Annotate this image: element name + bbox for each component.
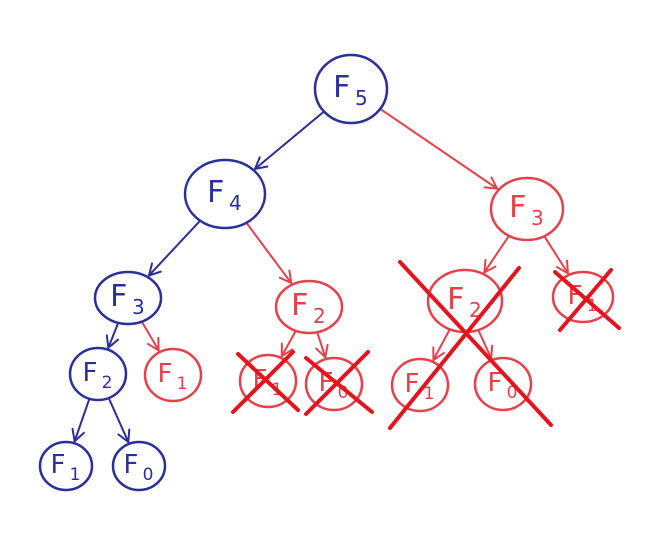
cross-mark-f1-mid-crossed: [231, 350, 300, 414]
edge-f4-to-f2-mid: [245, 221, 293, 284]
node-letter: F: [488, 368, 503, 398]
cross-stroke: [304, 356, 374, 414]
node-subscript: 2: [102, 373, 113, 393]
edge-f4-to-f3-left: [147, 219, 202, 277]
node-circle: [390, 357, 450, 413]
cross-stroke: [388, 266, 521, 430]
node-letter: F: [124, 450, 139, 480]
node-circle: [238, 353, 298, 409]
crosses-layer: [231, 260, 621, 430]
node-subscript: 1: [424, 384, 435, 404]
node-letter: F: [207, 175, 224, 210]
node-subscript: 1: [177, 374, 188, 394]
node-circle: [183, 158, 267, 230]
arrowhead: [254, 156, 269, 170]
arrowhead: [483, 258, 497, 274]
node-circle: [313, 53, 389, 125]
node-circle: [274, 279, 344, 335]
node-letter: F: [291, 288, 308, 323]
cross-mark-f1-far-right: [553, 268, 621, 332]
arrowhead: [432, 346, 445, 361]
edge-f3-right-to-f1-far-right: [543, 235, 569, 275]
arrowhead: [71, 427, 85, 443]
arrowhead: [280, 342, 294, 358]
node-circle: [304, 356, 364, 412]
node-letter: F: [83, 358, 98, 388]
node-circle: [93, 270, 163, 326]
arrowhead: [315, 343, 329, 359]
cross-stroke: [304, 350, 370, 416]
node-circle: [111, 440, 167, 492]
nodes-layer: F5F4F3F3F2F2F1F2F1F1F0F1F0F1F0: [38, 53, 615, 492]
node-circle: [551, 270, 615, 324]
cross-mark-f2-right: [388, 260, 553, 430]
edge-f2-right-to-f1-right-under-x: [432, 328, 451, 361]
arrowhead: [146, 336, 160, 352]
edges-layer: [71, 107, 569, 443]
edge-f2-mid-to-f0-mid-crossed: [315, 331, 329, 359]
cross-stroke: [231, 350, 295, 414]
cross-stroke: [558, 268, 613, 332]
arrowhead: [278, 269, 293, 284]
node-letter: F: [51, 450, 66, 480]
node-subscript: 0: [507, 383, 518, 403]
node-circle: [68, 346, 128, 402]
arrowhead: [105, 334, 119, 349]
edge-f5-root-to-f4: [254, 110, 326, 170]
edge-f5-root-to-f3-right: [379, 107, 499, 190]
edge-f2-mid-to-f1-mid-crossed: [280, 329, 297, 358]
arrowhead: [483, 176, 499, 190]
node-letter: F: [447, 282, 464, 317]
edge-f3-right-to-f2-right: [483, 234, 510, 274]
node-circle: [473, 356, 533, 412]
node-subscript: 4: [229, 191, 242, 215]
arrowhead: [555, 259, 569, 275]
cross-mark-f0-mid-crossed: [304, 350, 374, 416]
edge-f2-left-to-f0-leaf: [107, 397, 131, 443]
cross-stroke: [236, 352, 300, 412]
node-circle: [489, 176, 565, 242]
node-subscript: 3: [531, 206, 544, 230]
node-letter: F: [405, 369, 420, 399]
node-subscript: 0: [143, 465, 154, 485]
edge-f2-left-to-f1-leaf: [71, 397, 91, 443]
node-letter: F: [333, 70, 350, 105]
arrowhead: [147, 262, 162, 277]
node-subscript: 0: [338, 383, 349, 403]
edge-f3-left-to-f2-left: [105, 321, 120, 349]
node-letter: F: [158, 359, 173, 389]
edge-f3-left-to-f1-red: [140, 320, 160, 352]
cross-stroke: [398, 260, 553, 427]
node-subscript: 2: [313, 304, 326, 328]
node-subscript: 1: [70, 465, 81, 485]
node-letter: F: [110, 279, 127, 314]
node-subscript: 3: [132, 295, 145, 319]
node-circle: [143, 347, 203, 403]
node-circle: [38, 440, 94, 492]
node-subscript: 5: [355, 86, 368, 110]
node-letter: F: [509, 190, 526, 225]
arrowhead: [117, 428, 131, 443]
